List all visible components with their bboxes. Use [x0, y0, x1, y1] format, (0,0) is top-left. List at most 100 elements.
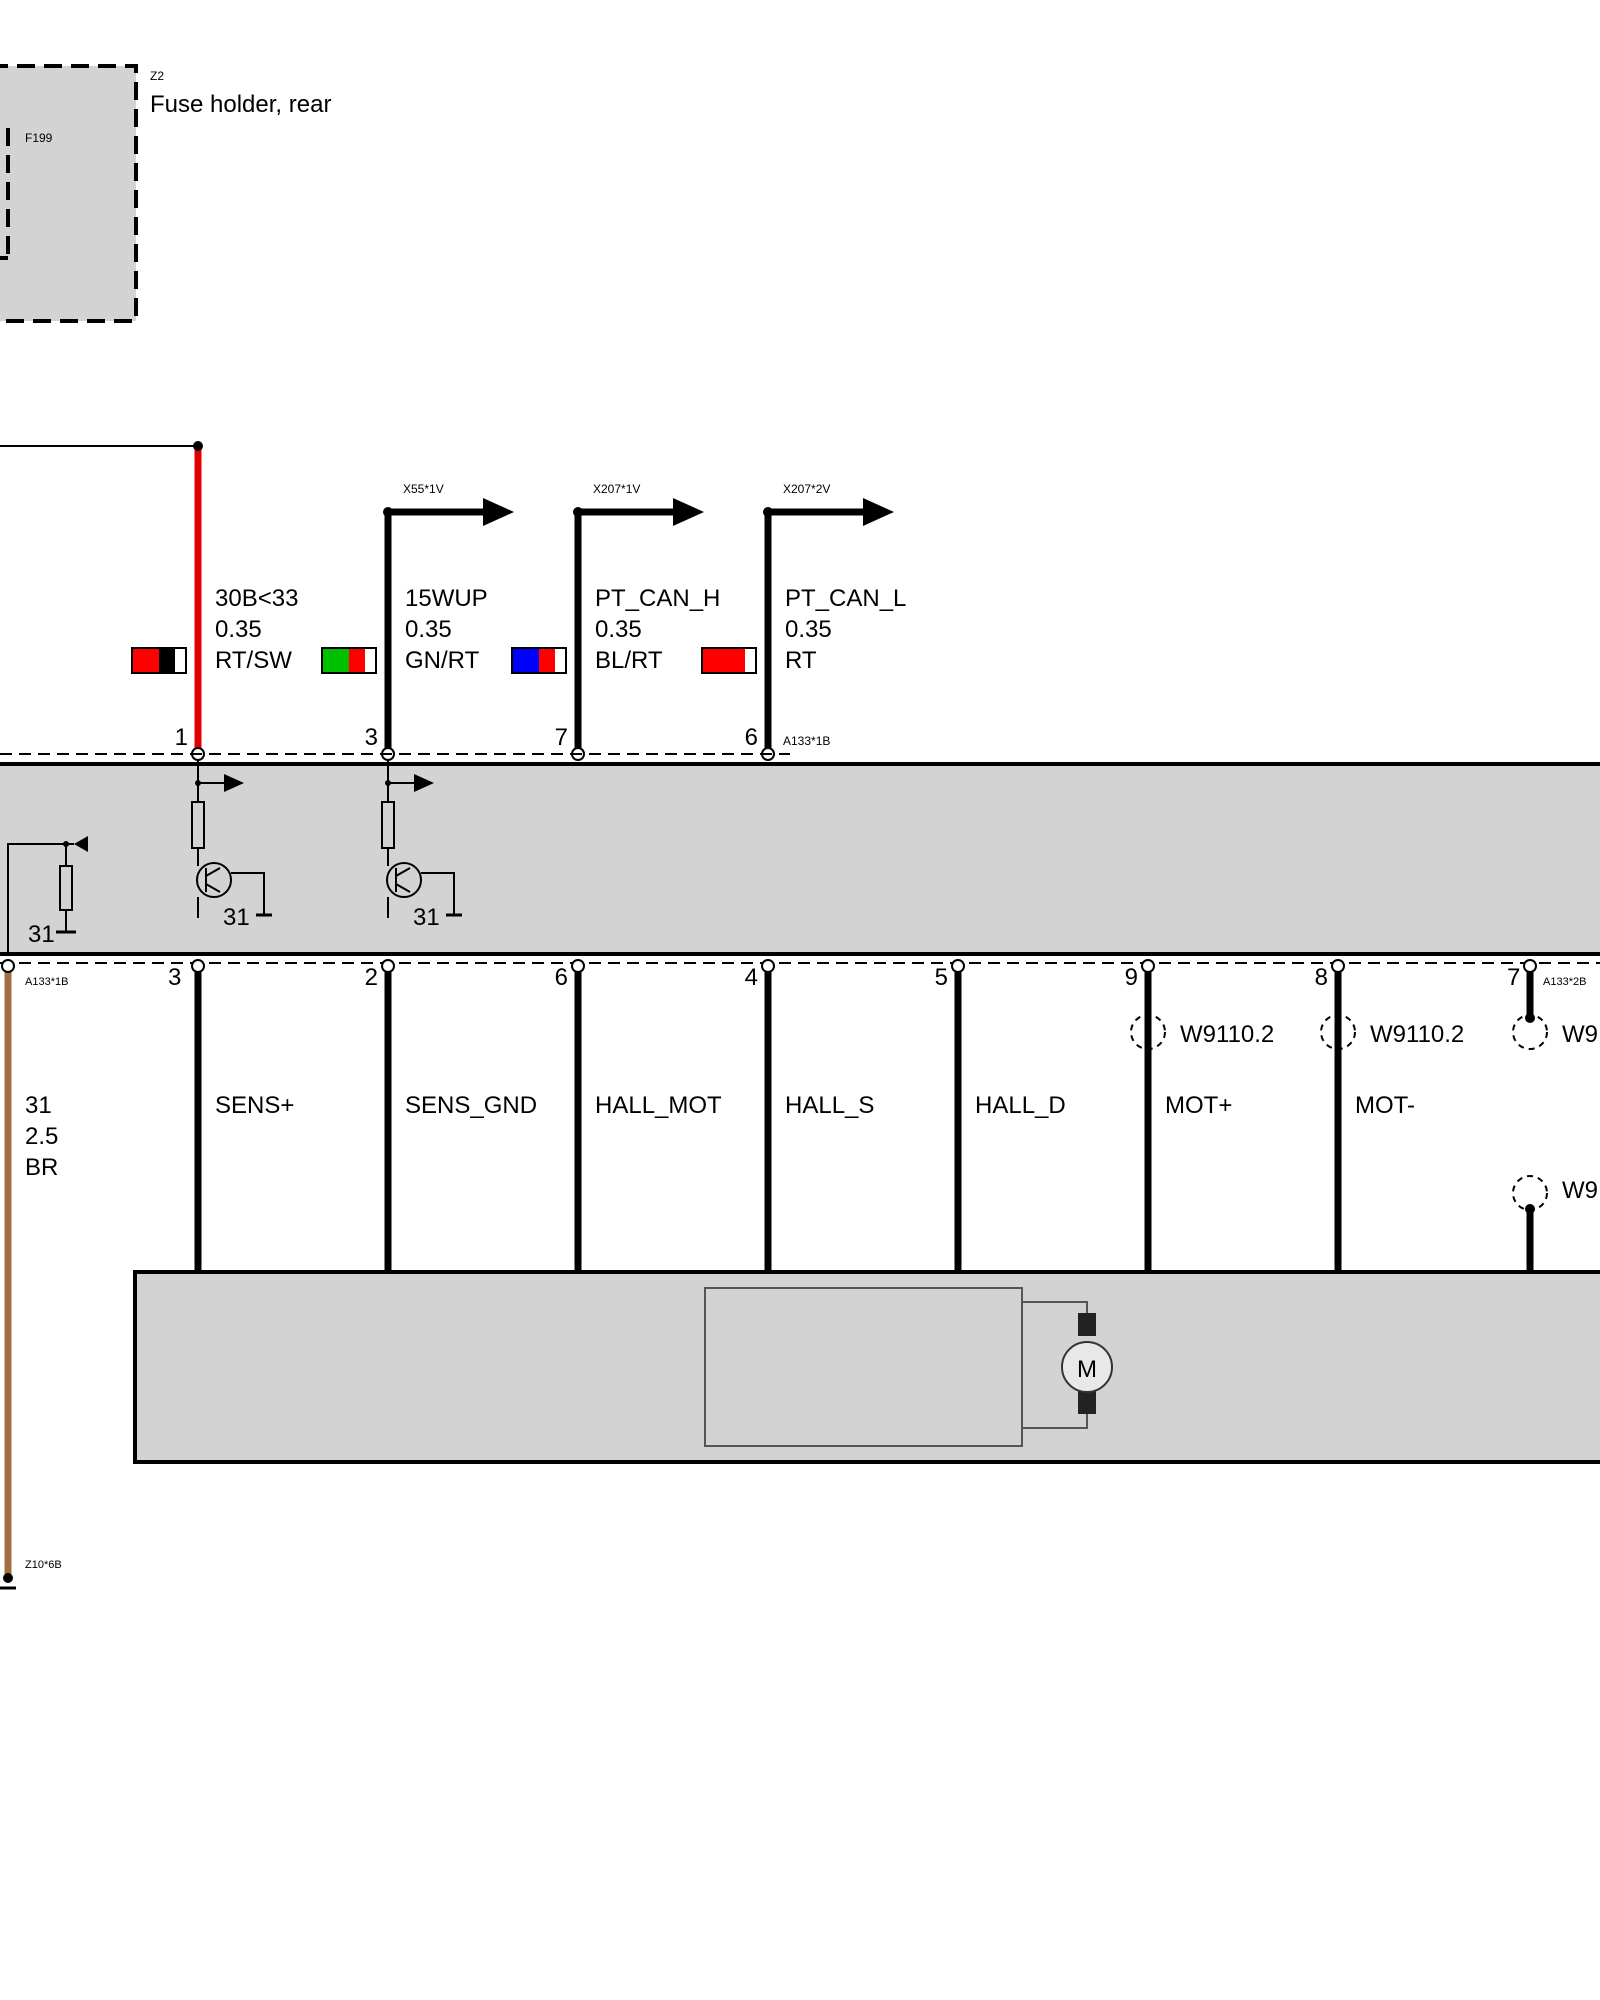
wire-signal-label: PT_CAN_L [785, 585, 906, 612]
wire-pin-label: 8 [1315, 964, 1328, 991]
module-connector-bottom-left: A133*1B [25, 976, 68, 988]
wire-pin-label: 2 [365, 964, 378, 991]
transistor-circuits: 31 31 [191, 760, 462, 931]
color-swatch-border [511, 647, 567, 674]
wire-pin-label: 6 [745, 724, 758, 751]
wire-signal-label: SENS+ [215, 1092, 294, 1119]
wire-size-label: 0.35 [215, 616, 262, 643]
wire-terminal [571, 959, 585, 973]
wire-color-label: RT [785, 647, 817, 674]
right-edge-shield: 7 W9 W9 [1507, 959, 1598, 1272]
wire-signal-label: PT_CAN_H [595, 585, 720, 612]
wire-signal-label: HALL_D [975, 1092, 1066, 1119]
wire-signal-label: SENS_GND [405, 1092, 537, 1119]
wire-color-label: BL/RT [595, 647, 663, 674]
wire-size-label: 0.35 [595, 616, 642, 643]
wire-pin-label: 9 [1125, 964, 1138, 991]
ground-pin-label: 3 [168, 964, 181, 991]
wire-color-label: GN/RT [405, 647, 480, 674]
wire-terminal [761, 959, 775, 973]
color-swatch-main [702, 648, 729, 673]
color-swatch-stripe [539, 648, 555, 673]
transistor-collector [205, 867, 221, 877]
color-swatch-border [321, 647, 377, 674]
wire-size-label: 0.35 [785, 616, 832, 643]
shield-icon [1130, 1014, 1166, 1050]
color-swatch-main [512, 648, 539, 673]
fuse-holder: Z2 Fuse holder, rear F199 [0, 64, 331, 323]
wire-terminal [191, 959, 205, 973]
internal-sense-circuit: 31 [7, 836, 88, 955]
ground-point-label: Z10*6B [25, 1559, 62, 1571]
transistor-circuit-1: 31 [191, 760, 272, 931]
actuator-module: M [133, 1270, 1600, 1464]
right-pin-label: 7 [1507, 964, 1520, 991]
wire-signal-label: MOT+ [1165, 1092, 1232, 1119]
transistor-emitter [205, 883, 221, 893]
transistor-emitter [395, 883, 411, 893]
dest-connector-label: X207*2V [783, 482, 830, 496]
wire-node [193, 441, 203, 451]
module-connector-top: A133*1B [783, 734, 830, 748]
fuse-holder-name: Fuse holder, rear [150, 91, 331, 118]
wire-terminal [381, 959, 395, 973]
wire-pin-label: 5 [935, 964, 948, 991]
color-swatch-stripe [159, 648, 175, 673]
wire-signal-label: HALL_MOT [595, 1092, 722, 1119]
internal-ground-label: 31 [223, 904, 250, 931]
color-swatch-border [701, 647, 757, 674]
shield-label: W9110.2 [1370, 1021, 1464, 1048]
top-wires: 30B<330.35RT/SW1X55*1V15WUP0.35GN/RT3X20… [131, 441, 906, 761]
transistor-icon [196, 862, 232, 898]
transistor-circuit-2: 31 [381, 760, 462, 931]
wire-signal-label: 30B<33 [215, 585, 298, 612]
trace [231, 872, 265, 914]
signal-arrow-icon [224, 774, 244, 792]
color-swatch-border [131, 647, 187, 674]
bottom-wires: 2SENS+6SENS_GND4HALL_MOT5HALL_S9HALL_D8W… [191, 959, 1464, 1272]
wire-pin-label: 3 [365, 724, 378, 751]
dest-connector-label: X207*1V [593, 482, 640, 496]
internal-ground-label: 31 [413, 904, 440, 931]
color-swatch-main [322, 648, 349, 673]
right-shield-bottom: W9 [1562, 1177, 1598, 1204]
fuse-holder-ref: Z2 [150, 69, 164, 83]
wire-signal-label: MOT- [1355, 1092, 1415, 1119]
wire-color-label: RT/SW [215, 647, 292, 674]
ground-wire: 3 31 2.5 BR Z10*6B [0, 959, 181, 1590]
color-swatch-stripe [349, 648, 365, 673]
wire-terminal [1141, 959, 1155, 973]
ground-size: 2.5 [25, 1123, 58, 1150]
trace [421, 872, 455, 914]
motor-symbol: M [1077, 1356, 1097, 1383]
color-swatch-stripe [729, 648, 745, 673]
wire-size-label: 0.35 [405, 616, 452, 643]
ground-signal: 31 [25, 1092, 52, 1119]
motor-icon [1061, 1341, 1113, 1393]
wire-pin-label: 6 [555, 964, 568, 991]
dest-arrow-icon [673, 498, 704, 526]
dest-arrow-icon [863, 498, 894, 526]
dest-arrow-icon [483, 498, 514, 526]
wire-pin-label: 7 [555, 724, 568, 751]
wire-pin-label: 1 [175, 724, 188, 751]
shield-label: W9110.2 [1180, 1021, 1274, 1048]
transistor-icon [386, 862, 422, 898]
shield-icon [1320, 1014, 1356, 1050]
signal-arrow-icon [414, 774, 434, 792]
ground-color: BR [25, 1154, 58, 1181]
color-swatch-main [132, 648, 159, 673]
wire-signal-label: HALL_S [785, 1092, 874, 1119]
